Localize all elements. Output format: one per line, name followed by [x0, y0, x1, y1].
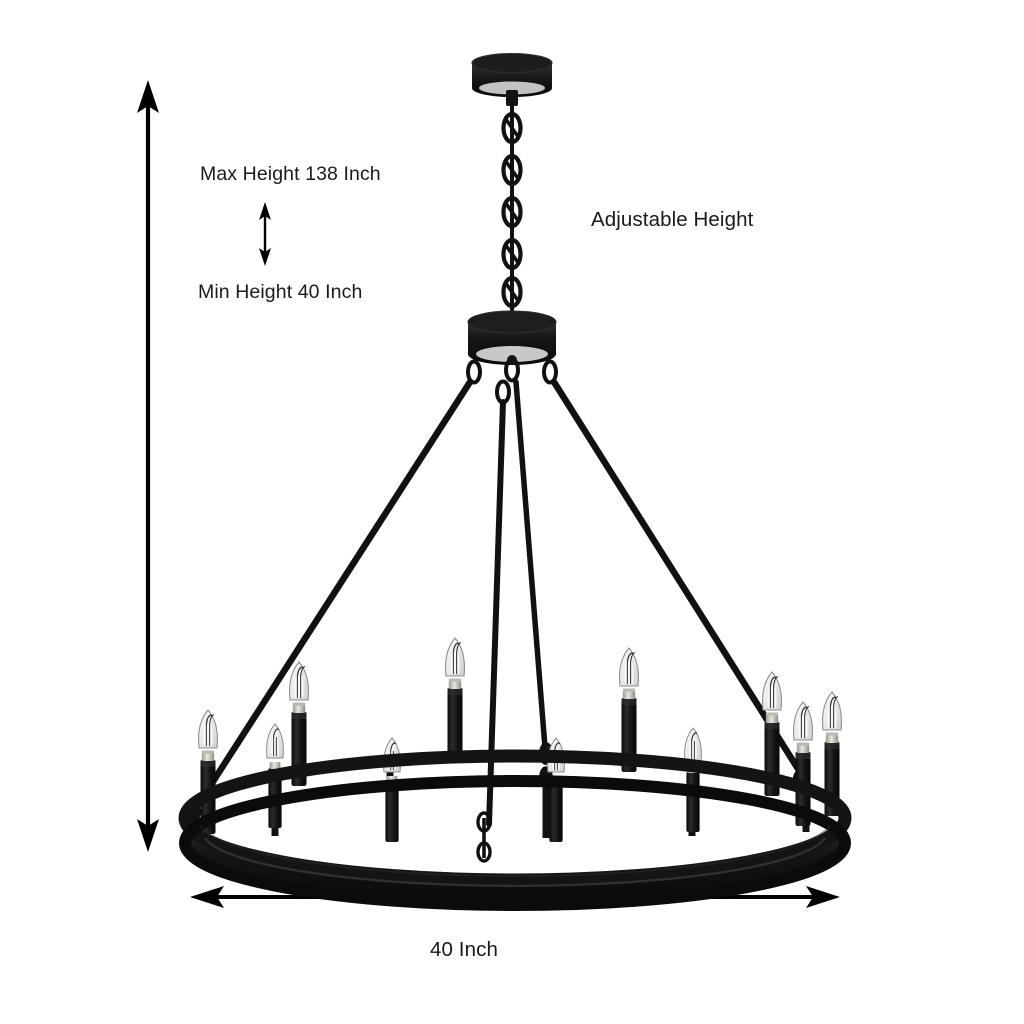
center-hub: [466, 310, 558, 405]
label-min-height: Min Height 40 Inch: [198, 281, 363, 303]
hanging-chain: [504, 100, 521, 312]
label-width: 40 Inch: [430, 938, 498, 961]
label-max-height: Max Height 138 Inch: [200, 163, 381, 185]
adjustable-range-arrow: [259, 202, 271, 266]
height-dimension-arrow: [137, 80, 159, 852]
ceiling-canopy: [471, 53, 553, 106]
label-adjustable-height: Adjustable Height: [591, 208, 754, 231]
ring-center-chain: [476, 811, 492, 863]
wheel-ring: [178, 749, 852, 911]
